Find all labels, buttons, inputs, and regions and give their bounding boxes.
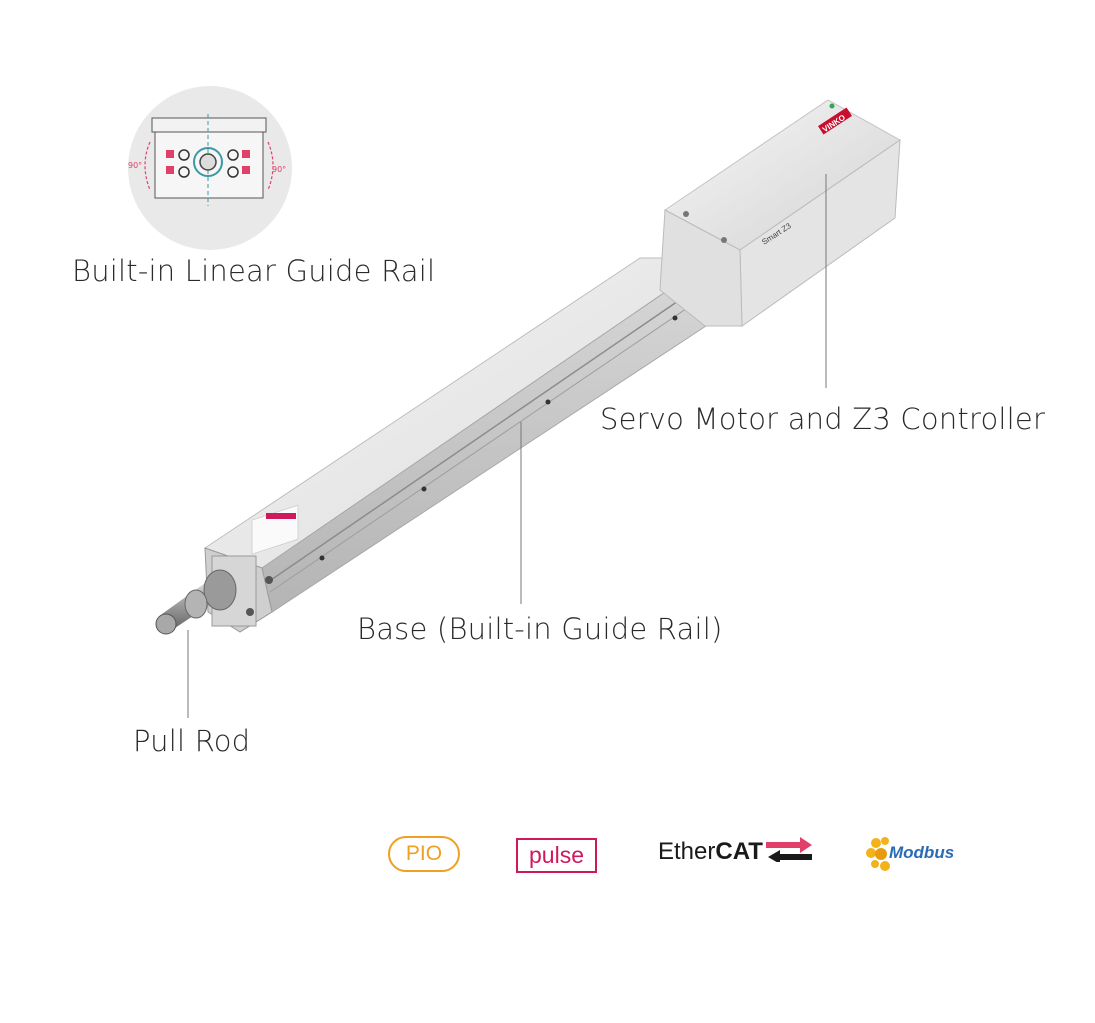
pio-logo: PIO — [388, 836, 460, 872]
guide-rail-label: Built-in Linear Guide Rail — [72, 254, 436, 288]
servo-motor-controller: VINKO Smart Z3 — [659, 99, 901, 327]
guide-rail-detail: 90° 90° — [128, 86, 292, 250]
modbus-text: Modbus — [889, 843, 955, 862]
servo-label: Servo Motor and Z3 Controller — [600, 402, 1046, 436]
angle-right-label: 90° — [272, 165, 286, 174]
angle-left-label: 90° — [128, 161, 142, 170]
ethercat-arrows-icon — [766, 837, 812, 862]
ethercat-text-b: CAT — [715, 838, 763, 865]
modbus-gear-icon — [866, 837, 890, 871]
pull-rod-label: Pull Rod — [133, 724, 251, 758]
pulse-logo: pulse — [516, 838, 597, 873]
pull-rod — [155, 569, 237, 635]
ethercat-text-a: Ether — [658, 838, 716, 865]
ethercat-logo: EtherCAT — [658, 837, 812, 872]
actuator-base — [203, 257, 717, 633]
base-label: Base (Built-in Guide Rail) — [357, 612, 723, 646]
